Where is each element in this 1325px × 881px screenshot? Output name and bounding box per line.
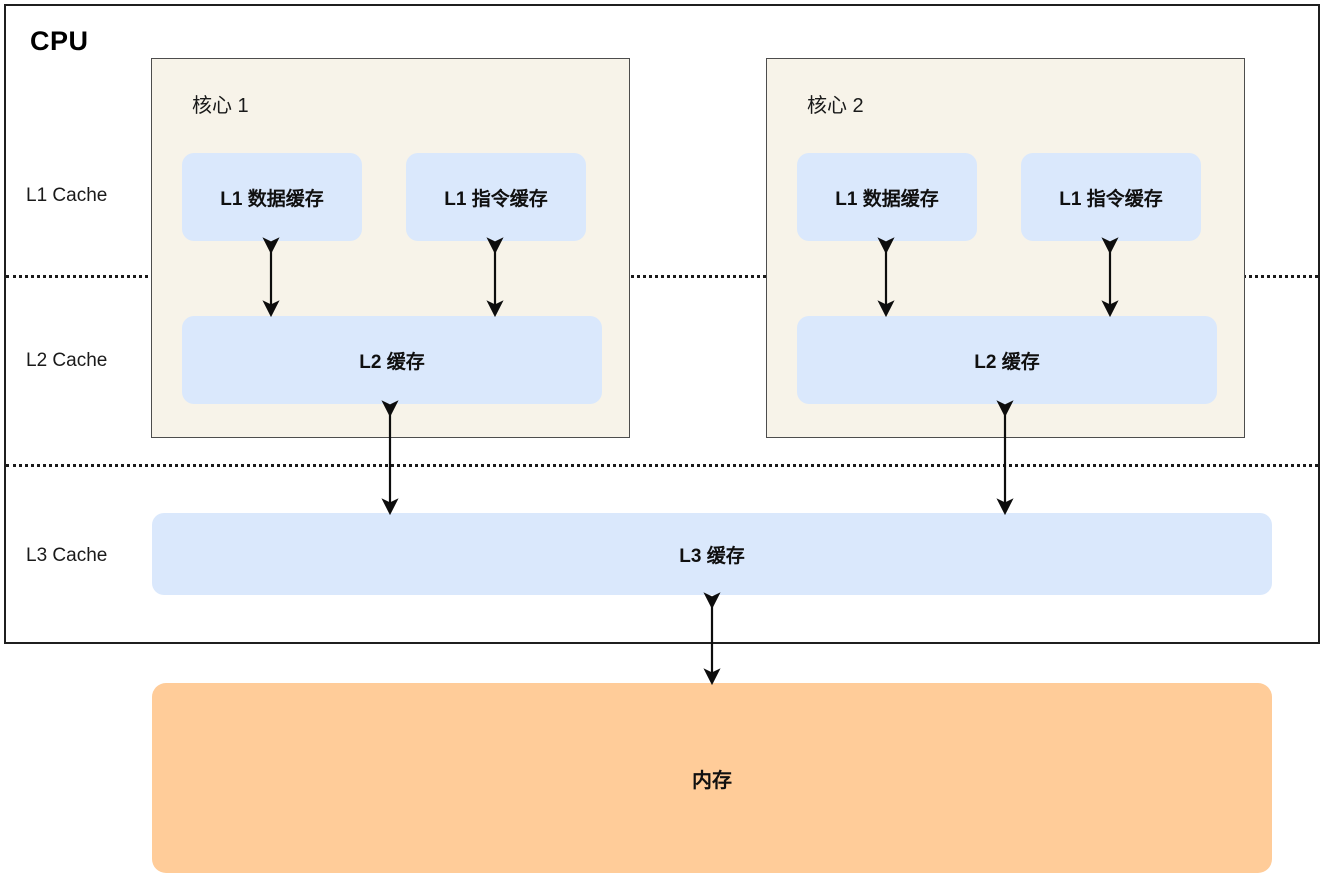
core-1-title: 核心 1 bbox=[192, 95, 249, 117]
core-2-l2-cache: L2 缓存 bbox=[797, 316, 1217, 404]
core-2-l1-instruction-cache: L1 指令缓存 bbox=[1021, 153, 1201, 241]
core-1-l1-instruction-cache: L1 指令缓存 bbox=[406, 153, 586, 241]
level-label-l3: L3 Cache bbox=[26, 545, 108, 566]
core-1-l2-cache: L2 缓存 bbox=[182, 316, 602, 404]
core-1-l1-data-cache: L1 数据缓存 bbox=[182, 153, 362, 241]
l3-cache-block: L3 缓存 bbox=[152, 513, 1272, 595]
core-2-l1-data-cache: L1 数据缓存 bbox=[797, 153, 977, 241]
main-memory-block: 内存 bbox=[152, 683, 1272, 873]
level-label-l2: L2 Cache bbox=[26, 350, 108, 371]
core-2-title: 核心 2 bbox=[807, 95, 864, 117]
level-label-l1: L1 Cache bbox=[26, 185, 108, 206]
level-divider-l1-l2 bbox=[6, 275, 1318, 278]
cpu-title: CPU bbox=[30, 26, 89, 56]
core-2-container: 核心 2 L1 数据缓存 L1 指令缓存 L2 缓存 bbox=[766, 58, 1245, 438]
core-1-container: 核心 1 L1 数据缓存 L1 指令缓存 L2 缓存 bbox=[151, 58, 630, 438]
level-divider-l2-l3 bbox=[6, 464, 1318, 467]
